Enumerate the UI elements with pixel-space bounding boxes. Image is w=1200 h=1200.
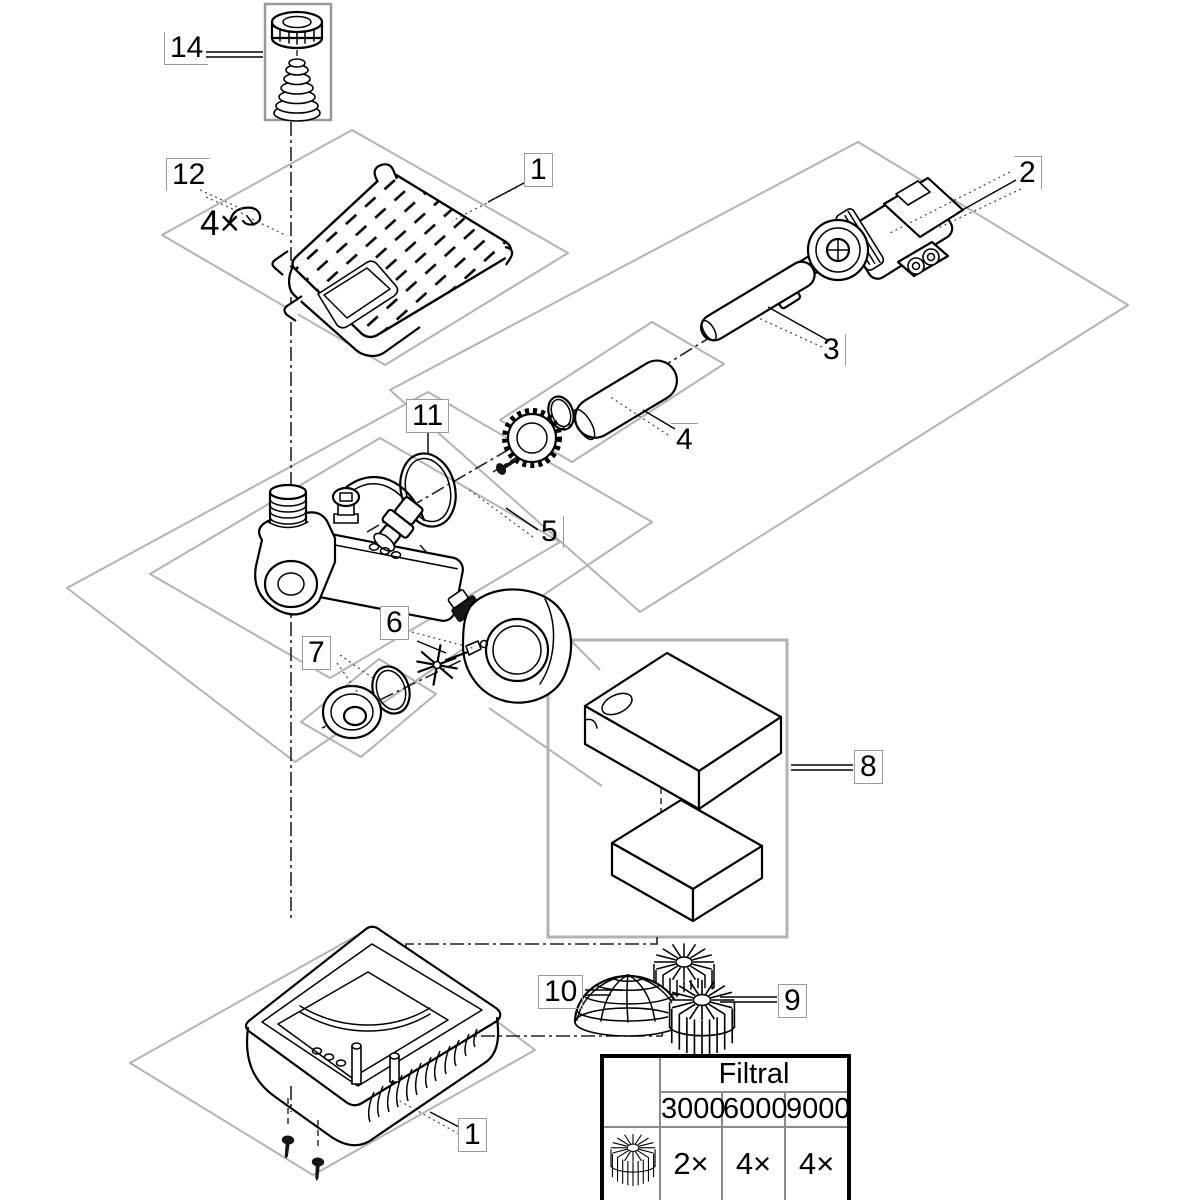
callout-9: 9 — [778, 984, 807, 1018]
table-model-6000: 6000 — [721, 1091, 788, 1128]
leader-lines — [199, 51, 1022, 1135]
callout-1-bottom: 1 — [458, 1118, 487, 1152]
table-model-9000: 9000 — [783, 1091, 851, 1128]
bio-media-cylinder-icon — [609, 1133, 656, 1187]
table-count-6000: 4× — [721, 1126, 786, 1200]
impeller-part-6 — [416, 639, 489, 686]
motor-pod — [447, 588, 573, 704]
media-count-table: Filtral 3000 6000 9000 2× 4× 4× — [600, 1054, 852, 1200]
callout-5: 5 — [536, 516, 564, 548]
table-count-9000: 4× — [783, 1126, 851, 1200]
callout-12-quantity: 4× — [200, 204, 240, 243]
table-model-3000: 3000 — [659, 1091, 726, 1128]
filter-lid-part-1 — [271, 163, 514, 357]
media-post — [389, 1052, 400, 1083]
hose-nozzle-part-14 — [270, 10, 324, 122]
media-post — [351, 1042, 362, 1085]
plane-outer-left — [66, 391, 653, 763]
pump-housing-part-5 — [254, 476, 464, 622]
plane-glass-tube — [499, 321, 725, 463]
callout-10: 10 — [538, 975, 584, 1009]
callout-12: 12 — [166, 158, 211, 191]
table-brand-cell: Filtral — [658, 1055, 851, 1093]
callout-8: 8 — [854, 750, 883, 784]
callout-11: 11 — [406, 399, 450, 433]
plane-fragment — [488, 707, 603, 787]
plane-lid — [161, 129, 569, 366]
foam-filters-part-8 — [583, 651, 783, 923]
outlet-fitting — [373, 496, 424, 552]
table-bio-media-icon-cell — [601, 1126, 661, 1200]
callout-7: 7 — [302, 636, 331, 670]
table-count-3000: 2× — [659, 1126, 723, 1200]
callout-6: 6 — [380, 606, 409, 640]
plane-uvc — [389, 141, 1129, 613]
table-corner-cell — [601, 1055, 661, 1128]
callout-4: 4 — [671, 423, 698, 456]
thumbscrew — [331, 486, 361, 524]
pump-cover-part-7 — [321, 665, 411, 740]
callout-3: 3 — [818, 334, 846, 366]
ring-nut — [502, 408, 562, 468]
quartz-tube-part-3 — [700, 260, 816, 342]
clip-part-12 — [228, 206, 262, 226]
callout-2: 2 — [1014, 156, 1042, 189]
strainer-dome-part-10 — [573, 974, 683, 1037]
callout-1-top: 1 — [524, 153, 553, 187]
filter-tub-part-1 — [244, 925, 502, 1182]
callout-14: 14 — [164, 32, 209, 65]
threaded-inlet — [267, 483, 309, 529]
plane-pump-housing — [149, 437, 561, 679]
bio-media-part-9-front — [668, 979, 736, 1057]
tub-ribs — [367, 1028, 478, 1123]
foam-frame — [546, 638, 789, 939]
glass-cylinder-part-4-group — [493, 359, 678, 477]
